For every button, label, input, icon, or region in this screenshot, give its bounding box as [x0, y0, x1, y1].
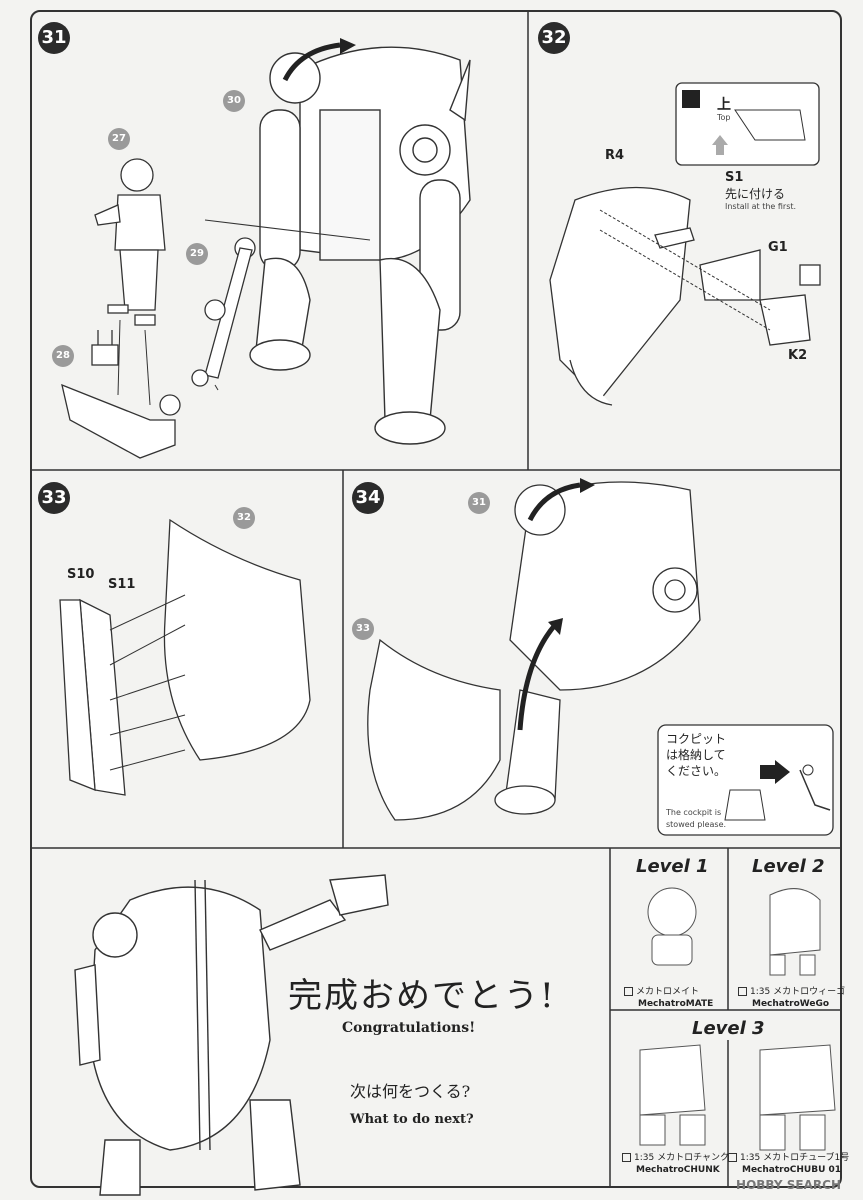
- part-32: 32: [233, 507, 255, 529]
- step31-figure: [94, 158, 166, 326]
- level-2-caption: 1:35 メカトロウィーゴ MechatroWeGo: [738, 986, 845, 1010]
- level-robots: [639, 887, 836, 1151]
- label-r4: R4: [605, 148, 625, 163]
- part-31: 31: [468, 492, 490, 514]
- step31-cockpit: [61, 330, 181, 459]
- label-k2: K2: [788, 348, 808, 363]
- level-1-caption: メカトロメイト MechatroMATE: [624, 986, 713, 1010]
- cockpit-note-jp-2: は格納して: [666, 748, 726, 762]
- next-jp: 次は何をつくる?: [350, 1082, 471, 1101]
- level-3-item-2-en: MechatroCHUBU 01: [742, 1165, 842, 1175]
- level-1-en: MechatroMATE: [638, 999, 714, 1009]
- top-callout: [675, 82, 820, 166]
- level-3-title: Level 3: [692, 1018, 765, 1039]
- watermark: HOBBY SEARCH: [736, 1178, 841, 1192]
- cockpit-note-en-2: stowed please.: [666, 820, 727, 829]
- level-3-item-1-caption: 1:35 メカトロチャンク MechatroCHUNK: [622, 1152, 729, 1176]
- step-32-number: 32: [538, 22, 570, 54]
- step32-shell: [549, 186, 821, 406]
- s1-note-jp: 先に付ける: [725, 187, 786, 201]
- label-g1: G1: [768, 240, 788, 255]
- level-2-en: MechatroWeGo: [752, 999, 830, 1009]
- step33-arrows: [109, 594, 186, 771]
- top-label-en: Top: [717, 113, 731, 122]
- label-s1: S1: [725, 170, 744, 185]
- level-3-item-1-jp: 1:35 メカトロチャンク: [634, 1153, 729, 1163]
- part-33: 33: [352, 618, 374, 640]
- cockpit-note-jp-1: コクピット: [666, 732, 727, 746]
- step-34-number: 34: [352, 482, 384, 514]
- step31-robot: [249, 46, 471, 445]
- level-2-jp: 1:35 メカトロウィーゴ: [750, 987, 846, 997]
- final-robot: [74, 874, 389, 1196]
- level-1-jp: メカトロメイト: [636, 987, 700, 997]
- level-2-title: Level 2: [752, 856, 825, 877]
- step34-robot: [367, 481, 701, 821]
- step31-arm: [191, 237, 256, 387]
- s1-note-en: Install at the first.: [725, 202, 797, 211]
- part-29: 29: [186, 243, 208, 265]
- step-31-number: 31: [38, 22, 70, 54]
- label-s10: S10: [67, 567, 95, 582]
- step-33-number: 33: [38, 482, 70, 514]
- level-3-item-2-caption: 1:35 メカトロチューブ1号 MechatroCHUBU 01: [728, 1152, 849, 1176]
- label-s11: S11: [108, 577, 136, 592]
- level-3-item-2-jp: 1:35 メカトロチューブ1号: [740, 1153, 850, 1163]
- cockpit-note-en-1: The cockpit is: [666, 808, 722, 817]
- level-1-title: Level 1: [636, 856, 709, 877]
- congrats-en: Congratulations!: [342, 1020, 476, 1036]
- level-3-item-1-en: MechatroCHUNK: [636, 1165, 720, 1175]
- next-en: What to do next?: [350, 1112, 474, 1127]
- step31-arrow: [282, 42, 341, 82]
- page-frame: [30, 10, 842, 1188]
- part-28: 28: [52, 345, 74, 367]
- cockpit-note-jp-3: ください。: [666, 764, 727, 778]
- congrats-jp: 完成おめでとう!: [288, 976, 556, 1016]
- step33-shell: [59, 518, 311, 796]
- part-30: 30: [223, 90, 245, 112]
- part-27: 27: [108, 128, 130, 150]
- cockpit-callout: [657, 724, 834, 836]
- top-label: 上: [717, 97, 731, 113]
